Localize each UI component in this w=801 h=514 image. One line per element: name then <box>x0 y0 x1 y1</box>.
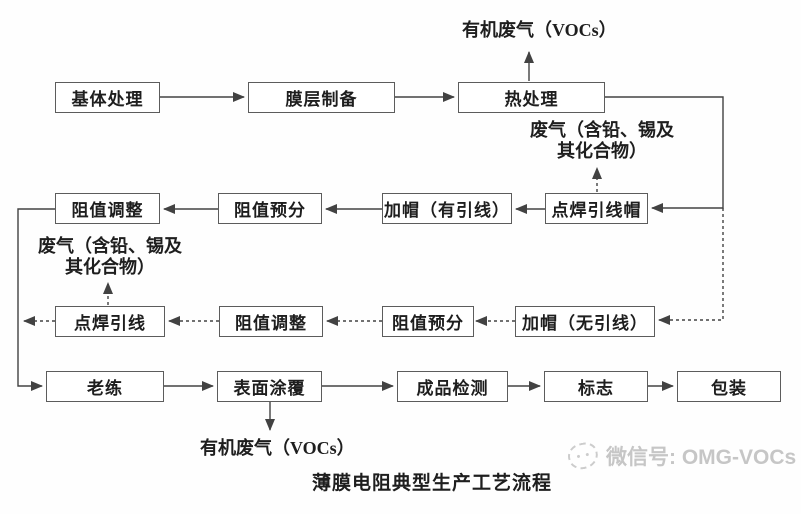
node-resistance-adjust-leaded: 阻值调整 <box>55 193 160 224</box>
arrow-adjust1-to-aging <box>17 208 55 391</box>
wechat-sketch-icon <box>565 440 601 472</box>
node-spot-weld-lead-cap: 点焊引线帽 <box>545 193 648 224</box>
node-resistance-presort-leadless: 阻值预分 <box>382 306 474 337</box>
node-capping-leaded: 加帽（有引线） <box>382 193 512 224</box>
watermark: 微信号: OMG-VOCs <box>565 440 797 472</box>
label-voc-emission-bottom: 有机废气（VOCs） <box>200 438 355 458</box>
arrow-down-to-capping-leadless <box>658 208 724 325</box>
node-marking: 标志 <box>544 371 648 402</box>
node-spot-weld-lead: 点焊引线 <box>55 306 165 337</box>
node-packaging: 包装 <box>677 371 781 402</box>
watermark-text: 微信号: OMG-VOCs <box>606 446 797 469</box>
arrow-heat-to-spotweldcap <box>605 96 724 213</box>
node-resistance-adjust-leadless: 阻值调整 <box>219 306 323 337</box>
node-surface-coating: 表面涂覆 <box>217 371 322 402</box>
node-heat-treatment: 热处理 <box>458 82 605 113</box>
label-waste-gas-right: 废气（含铅、锡及 其化合物） <box>524 120 680 162</box>
node-aging: 老练 <box>46 371 164 402</box>
label-waste-gas-left-line2: 其化合物） <box>65 257 155 277</box>
label-waste-gas-right-line1: 废气（含铅、锡及 <box>530 120 674 140</box>
label-voc-emission-top: 有机废气（VOCs） <box>462 20 617 40</box>
diagram-title: 薄膜电阻典型生产工艺流程 <box>312 473 553 494</box>
node-capping-leadless: 加帽（无引线） <box>515 306 655 337</box>
label-waste-gas-left-line1: 废气（含铅、锡及 <box>38 236 182 256</box>
label-waste-gas-right-line2: 其化合物） <box>557 141 647 161</box>
node-substrate-treatment: 基体处理 <box>55 82 160 113</box>
node-final-inspection: 成品检测 <box>397 371 508 402</box>
label-waste-gas-left: 废气（含铅、锡及 其化合物） <box>30 236 190 278</box>
node-film-preparation: 膜层制备 <box>248 82 395 113</box>
node-resistance-presort-leaded: 阻值预分 <box>218 193 322 224</box>
